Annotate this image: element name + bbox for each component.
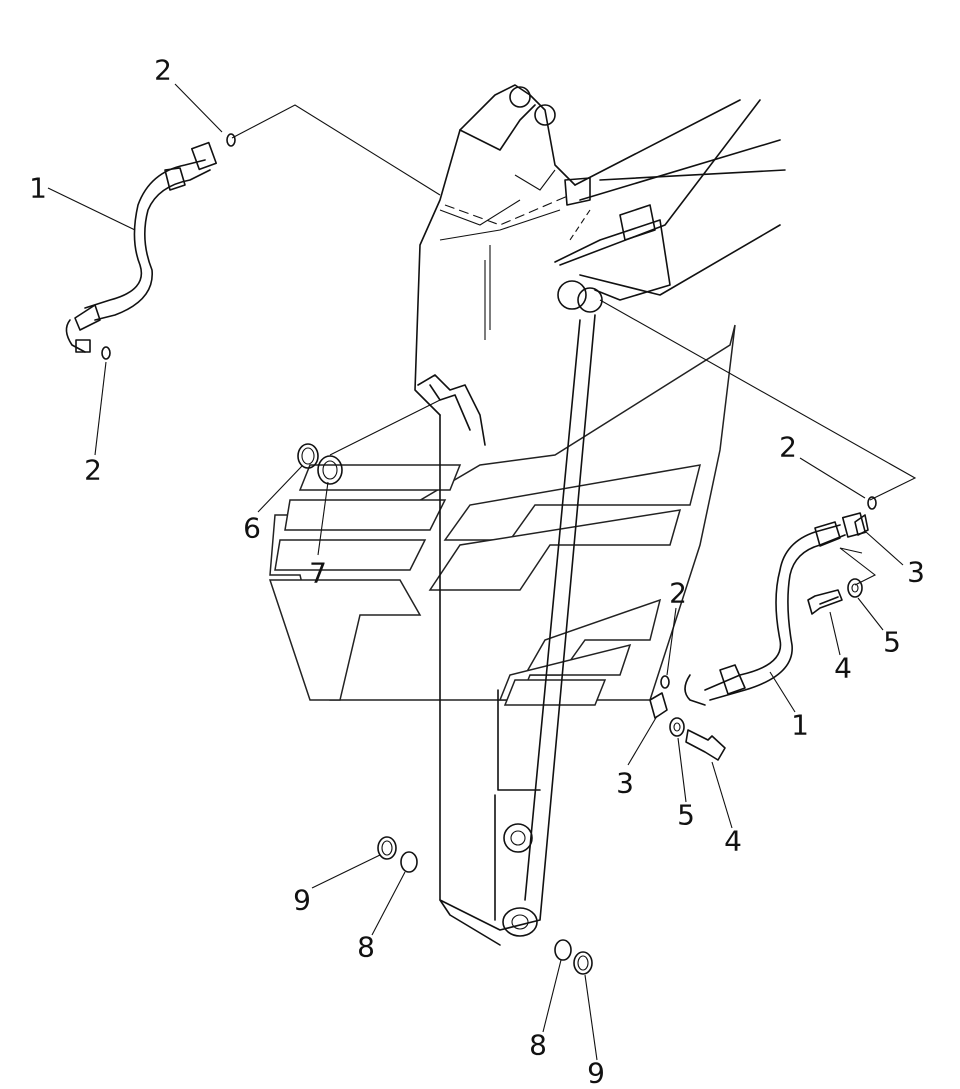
callout-6: 6 bbox=[243, 512, 261, 545]
callout-5-right: 5 bbox=[883, 626, 901, 659]
o-rings-upper bbox=[297, 443, 343, 485]
leader-lines bbox=[231, 104, 917, 586]
callout-5-mid: 5 bbox=[677, 799, 695, 832]
callout-8-left: 8 bbox=[357, 931, 375, 964]
callout-2-mid: 2 bbox=[669, 577, 687, 610]
callout-2-top: 2 bbox=[154, 54, 172, 87]
callout-4-mid: 4 bbox=[724, 825, 742, 858]
hose-right bbox=[649, 496, 877, 761]
callout-1-right: 1 bbox=[791, 709, 809, 742]
callout-2-right-top: 2 bbox=[779, 431, 797, 464]
callout-7: 7 bbox=[309, 557, 327, 590]
callout-9-left: 9 bbox=[293, 884, 311, 917]
callout-4-right: 4 bbox=[834, 652, 852, 685]
o-rings-lower bbox=[377, 836, 593, 975]
boom-arm bbox=[414, 84, 596, 946]
arm-cylinder bbox=[514, 99, 786, 313]
callout-8-right: 8 bbox=[529, 1029, 547, 1062]
callout-1-left: 1 bbox=[29, 172, 47, 205]
callout-labels: 1 2 2 6 7 2 3 5 4 1 2 3 5 4 9 8 8 9 bbox=[29, 54, 925, 1089]
callout-2-left-bottom: 2 bbox=[84, 454, 102, 487]
hose-left bbox=[65, 133, 236, 360]
callout-3-mid: 3 bbox=[616, 767, 634, 800]
callout-3-right: 3 bbox=[907, 556, 925, 589]
watermark-logo bbox=[268, 324, 736, 706]
callout-9-right: 9 bbox=[587, 1057, 605, 1089]
callout-leaders bbox=[47, 83, 904, 1061]
